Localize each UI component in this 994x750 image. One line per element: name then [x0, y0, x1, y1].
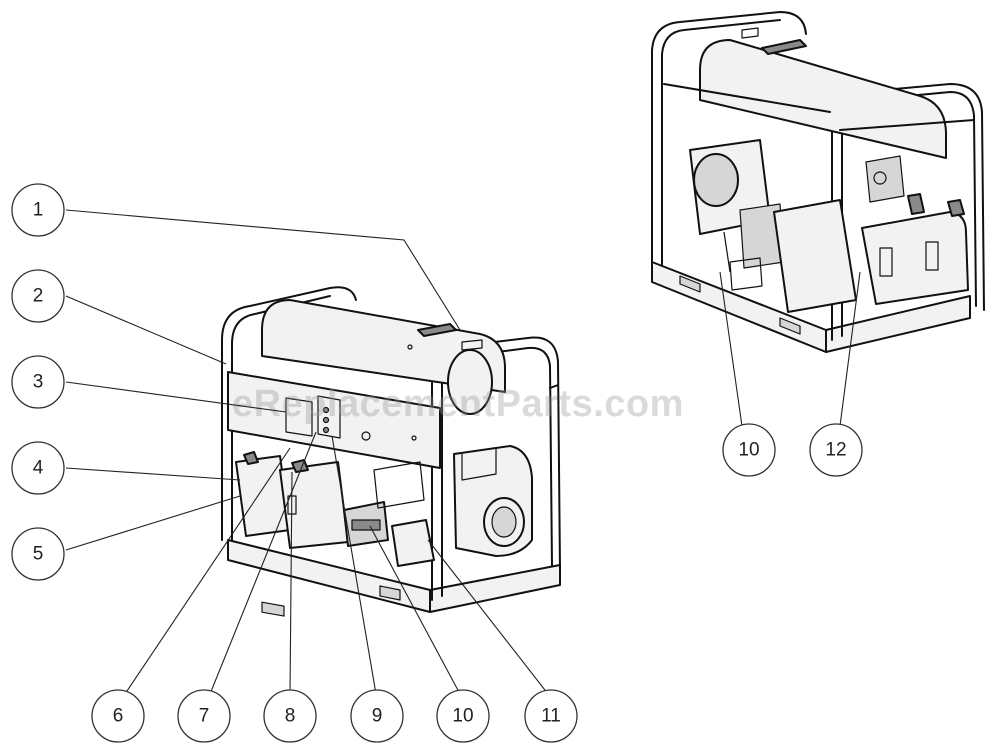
leader-11: [427, 539, 549, 695]
callout-4: 4: [11, 441, 65, 495]
callout-6-label: 6: [113, 706, 124, 727]
watermark: eReplacementParts.com: [232, 383, 684, 425]
leader-5: [65, 495, 241, 551]
callout-10a: 10: [436, 689, 490, 743]
callout-10b-label: 10: [738, 440, 759, 461]
leader-12: [839, 271, 861, 427]
leader-1: [65, 209, 461, 331]
callout-8: 8: [263, 689, 317, 743]
callout-6: 6: [91, 689, 145, 743]
leader-4: [65, 467, 241, 481]
leader-3: [65, 381, 287, 413]
callout-5-label: 5: [33, 544, 44, 565]
callout-9: 9: [350, 689, 404, 743]
callout-8-label: 8: [285, 706, 296, 727]
callout-3-label: 3: [33, 372, 44, 393]
callout-12-label: 12: [825, 440, 846, 461]
callout-10b: 10: [722, 423, 776, 477]
callout-1-label: 1: [33, 200, 44, 221]
front-view-assembly: [221, 286, 561, 617]
leader-2: [65, 295, 227, 365]
callout-12: 12: [809, 423, 863, 477]
callout-4-label: 4: [33, 458, 44, 479]
leader-10b: [719, 271, 743, 427]
leader-10a: [369, 525, 461, 695]
callout-11-label: 11: [541, 706, 561, 727]
callout-3: 3: [11, 355, 65, 409]
callout-7-label: 7: [199, 706, 210, 727]
rear-view-assembly: [651, 11, 985, 353]
leader-9: [331, 435, 377, 695]
leader-8: [289, 471, 293, 695]
callout-9-label: 9: [372, 706, 383, 727]
callout-11: 11: [524, 689, 578, 743]
callout-5: 5: [11, 527, 65, 581]
callout-7: 7: [177, 689, 231, 743]
callout-10a-label: 10: [452, 706, 473, 727]
leader-6: [124, 447, 291, 695]
leader-lines: [65, 209, 861, 695]
callout-1: 1: [11, 183, 65, 237]
callout-2: 2: [11, 269, 65, 323]
leader-7: [209, 431, 317, 695]
callout-2-label: 2: [33, 286, 44, 307]
